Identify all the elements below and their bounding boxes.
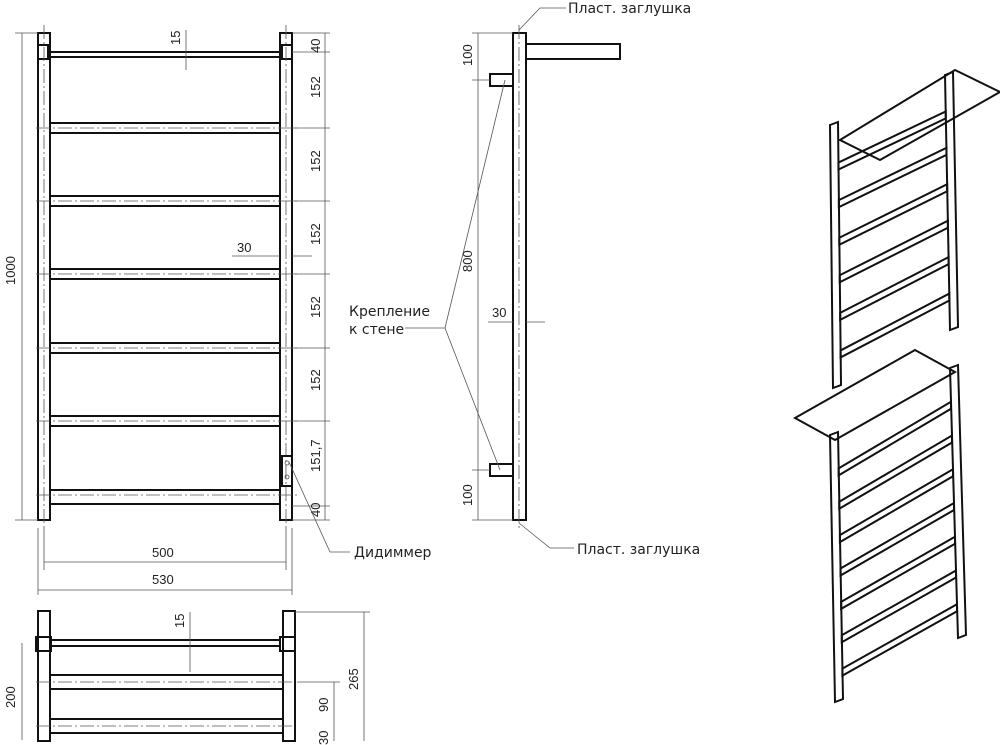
top-view-left-post — [37, 610, 51, 742]
iso-rung — [839, 501, 955, 578]
rung — [49, 489, 281, 505]
dim-side-bottom: 100 — [460, 484, 475, 506]
iso-rung — [838, 467, 954, 544]
side-arm — [525, 43, 621, 60]
top-view-right-post — [282, 610, 296, 742]
iso-rung — [837, 109, 947, 172]
iso-right-post — [948, 363, 968, 640]
dim-top-gap: 15 — [168, 31, 183, 45]
iso-rung — [840, 568, 957, 644]
dim-inner-width: 500 — [152, 545, 174, 560]
iso-rung — [837, 399, 952, 478]
top-bracket-right — [281, 44, 293, 60]
top-view: 15 200 90 30 265 — [3, 610, 370, 745]
front-view: 1000 40 152 152 152 152 152 151,7 40 15 … — [3, 25, 432, 595]
dim-side-top: 100 — [460, 44, 475, 66]
dim-pitch-2: 152 — [308, 150, 323, 172]
cap-top-label: Пласт. заглушка — [568, 1, 691, 17]
iso-rung — [839, 291, 951, 360]
iso-right-post — [943, 70, 960, 332]
dim-side-tube: 30 — [492, 305, 506, 320]
wall-bracket-bottom — [489, 463, 514, 477]
dim-depth: 200 — [3, 686, 18, 708]
iso-rung — [841, 602, 958, 678]
iso-rung — [837, 146, 948, 209]
side-view: 100 800 100 30 Пласт. заглушка Пласт. за… — [349, 1, 700, 558]
dim-pitch-5: 152 — [308, 369, 323, 391]
iso-rung — [839, 255, 950, 322]
iso-shelf — [837, 68, 1000, 162]
dim-top-gap-plan: 15 — [172, 614, 187, 628]
dim-tube: 30 — [237, 240, 251, 255]
dim-pitch-6: 151,7 — [308, 439, 323, 472]
mount-label-line1: Крепление — [349, 304, 430, 320]
iso-left-post — [828, 430, 845, 704]
isometric-view-back — [792, 348, 968, 704]
dim-spacing: 90 — [316, 698, 331, 712]
dim-overall-height: 1000 — [3, 256, 18, 285]
iso-rung — [838, 433, 953, 511]
iso-left-post — [828, 120, 843, 390]
dim-bottom: 30 — [316, 731, 331, 745]
top-bar — [49, 51, 281, 58]
iso-rung — [838, 219, 949, 284]
isometric-view-front — [828, 68, 1000, 390]
dim-pitch-3: 152 — [308, 223, 323, 245]
dim-side-middle: 800 — [460, 250, 475, 272]
dimmer — [281, 455, 293, 487]
cap-bottom-label: Пласт. заглушка — [577, 542, 700, 558]
wall-bracket-top — [489, 73, 514, 87]
top-bracket-left — [37, 44, 49, 60]
dim-bottom-offset: 40 — [308, 503, 323, 517]
iso-shelf — [792, 348, 958, 442]
mount-label-line2: к стене — [349, 322, 404, 338]
dim-outer-width: 530 — [152, 572, 174, 587]
dim-top-offset: 40 — [308, 39, 323, 53]
side-post — [512, 32, 527, 521]
iso-rung — [840, 535, 956, 611]
dim-pitch-4: 152 — [308, 296, 323, 318]
dim-pitch-1: 152 — [308, 76, 323, 98]
dim-overall-depth: 265 — [346, 668, 361, 690]
iso-rung — [838, 182, 949, 247]
dimmer-label: Дидиммер — [354, 545, 432, 561]
